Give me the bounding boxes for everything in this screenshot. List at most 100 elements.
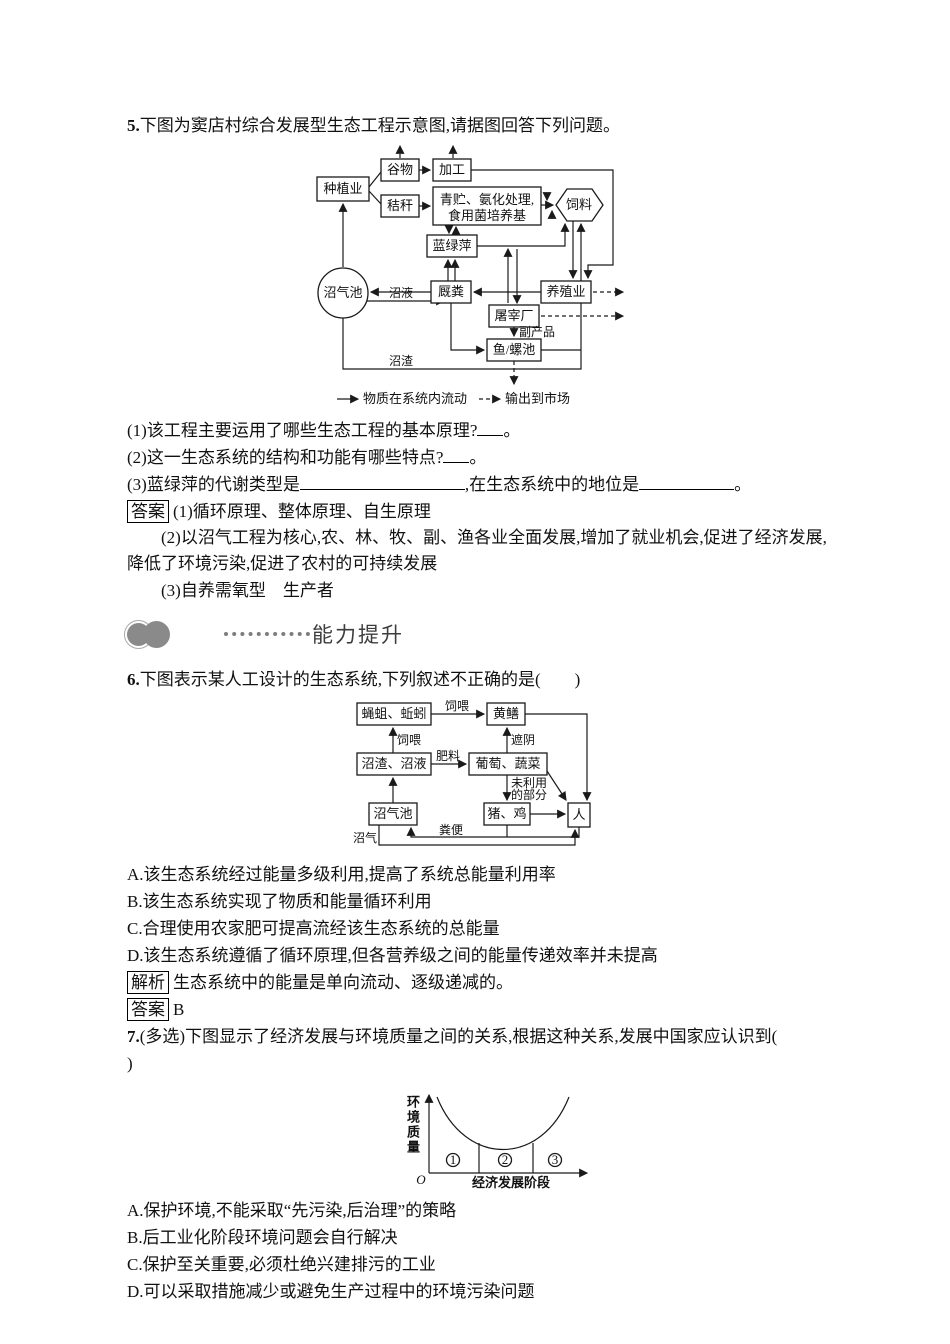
q7-option-d: D.可以采取措施减少或避免生产过程中的环境污染问题 bbox=[127, 1282, 535, 1301]
label-weiliyong: 的部分 bbox=[511, 787, 547, 802]
blank bbox=[477, 419, 504, 436]
section-header: 能力提升 bbox=[124, 616, 830, 652]
q5-sub1: (1)该工程主要运用了哪些生态工程的基本原理?。 bbox=[127, 419, 521, 440]
q7-option-c: C.保护至关重要,必须杜绝兴建排污的工业 bbox=[127, 1255, 436, 1274]
q5-sub3: (3)蓝绿萍的代谢类型是,在生态系统中的地位是。 bbox=[127, 473, 752, 494]
q7-graph: 环境质量 O 1 2 3 经济发展阶段 bbox=[383, 1085, 623, 1190]
q6-title: 6.下图表示某人工设计的生态系统,下列叙述不正确的是( ) bbox=[127, 670, 581, 689]
answer-label: 答案 bbox=[127, 998, 169, 1021]
svg-text:人: 人 bbox=[572, 807, 585, 822]
q7-title: 7.(多选)下图显示了经济发展与环境质量之间的关系,根据这种关系,发展中国家应认… bbox=[127, 1027, 778, 1046]
svg-text:饲料: 饲料 bbox=[566, 197, 592, 212]
svg-text:输出到市场: 输出到市场 bbox=[505, 391, 570, 406]
q5-sub2: (2)这一生态系统的结构和功能有哪些特点?。 bbox=[127, 446, 487, 467]
svg-text:厩粪: 厩粪 bbox=[438, 284, 464, 299]
q7-option-b: B.后工业化阶段环境问题会自行解决 bbox=[127, 1228, 398, 1247]
q7-option-a: A.保护环境,不能采取“先污染,后治理”的策略 bbox=[127, 1201, 457, 1220]
svg-text:蝇蛆、蚯蚓: 蝇蛆、蚯蚓 bbox=[361, 706, 426, 721]
svg-text:葡萄、蔬菜: 葡萄、蔬菜 bbox=[475, 756, 540, 771]
q6-option-d: D.该生态系统遵循了循环原理,但各营养级之间的能量传递效率并未提高 bbox=[127, 946, 658, 965]
node-jiegan: 秸秆 bbox=[380, 194, 420, 218]
label-fenbian: 粪便 bbox=[439, 823, 463, 837]
node-zhaoqichi: 沼气池 bbox=[368, 802, 418, 826]
dotted-divider bbox=[224, 632, 310, 636]
node-huangshan: 黄鳝 bbox=[486, 702, 526, 726]
blank bbox=[443, 446, 470, 463]
q5-answer-3: (3)自养需氧型 生产者 bbox=[161, 581, 334, 600]
svg-text:青贮、氨化处理,: 青贮、氨化处理, bbox=[440, 192, 534, 207]
node-putao: 葡萄、蔬菜 bbox=[468, 752, 548, 776]
label-feiliao: 肥料 bbox=[436, 749, 460, 763]
label-siwei-top: 饲喂 bbox=[445, 699, 469, 713]
q6-option-c: C.合理使用农家肥可提高流经该生态系统的总能量 bbox=[127, 919, 500, 938]
svg-text:1: 1 bbox=[450, 1152, 457, 1167]
blank bbox=[639, 473, 735, 490]
q6-analysis: 解析生态系统中的能量是单向流动、逐级递减的。 bbox=[127, 969, 830, 996]
svg-text:猪、鸡: 猪、鸡 bbox=[487, 806, 526, 821]
svg-text:加工: 加工 bbox=[439, 162, 465, 177]
node-guwu: 谷物 bbox=[380, 158, 420, 182]
svg-text:2: 2 bbox=[502, 1152, 509, 1167]
svg-text:食用菌培养基: 食用菌培养基 bbox=[448, 208, 526, 223]
svg-text:3: 3 bbox=[552, 1152, 559, 1167]
svg-text:沼气池: 沼气池 bbox=[323, 285, 362, 300]
svg-text:鱼/螺池: 鱼/螺池 bbox=[493, 342, 536, 357]
q6-option-a: A.该生态系统经过能量多级利用,提高了系统总能量利用率 bbox=[127, 865, 556, 884]
q7-title-line2: ) bbox=[127, 1054, 133, 1073]
label-zhaozha: 沼渣 bbox=[389, 354, 413, 368]
section-title: 能力提升 bbox=[312, 624, 404, 647]
svg-text:秸秆: 秸秆 bbox=[387, 198, 413, 213]
analysis-label: 解析 bbox=[127, 971, 169, 994]
region-2-label: 2 bbox=[497, 1152, 513, 1168]
q5-answer-2: (2)以沼气工程为核心,农、林、牧、副、渔各业全面发展,增加了就业机会,促进了经… bbox=[127, 528, 827, 573]
origin-label: O bbox=[416, 1172, 426, 1187]
q6-option-b: B.该生态系统实现了物质和能量循环利用 bbox=[127, 892, 432, 911]
svg-text:黄鳝: 黄鳝 bbox=[493, 706, 519, 721]
q6-diagram: 蝇蛆、蚯蚓 黄鳝 沼渣、沼液 葡萄、蔬菜 沼气池 猪、鸡 人 饲喂 饲喂 遮阴 … bbox=[351, 697, 830, 853]
q5-answer-1: 答案(1)循环原理、整体原理、自生原理 bbox=[127, 498, 830, 525]
blank bbox=[299, 473, 465, 490]
node-yingqu: 蝇蛆、蚯蚓 bbox=[356, 702, 432, 726]
q6-number: 6. bbox=[127, 670, 140, 689]
node-yangzhiye: 养殖业 bbox=[540, 280, 592, 304]
svg-text:沼气池: 沼气池 bbox=[373, 806, 412, 821]
label-zhaoye: 沼液 bbox=[389, 285, 413, 300]
q5-diagram: 种植业 谷物 加工 秸秆 青贮、氨化处理, 食用菌培养基 蓝绿萍 饲料 沼气池 … bbox=[303, 143, 830, 409]
y-axis-label: 环境质量 bbox=[405, 1095, 420, 1155]
diagram-arrows bbox=[338, 144, 625, 386]
label-weiliyong: 未利用 bbox=[511, 776, 547, 790]
x-axis-label: 经济发展阶段 bbox=[472, 1175, 550, 1190]
answer-label: 答案 bbox=[127, 500, 169, 523]
q5-title: 5.下图为窦店村综合发展型生态工程示意图,请据图回答下列问题。 bbox=[127, 116, 620, 135]
region-1-label: 1 bbox=[445, 1152, 461, 1168]
svg-text:谷物: 谷物 bbox=[387, 162, 413, 177]
node-qingzhu: 青贮、氨化处理, 食用菌培养基 bbox=[432, 186, 542, 226]
node-jiufen: 厩粪 bbox=[430, 280, 472, 304]
node-yuluochi: 鱼/螺池 bbox=[486, 338, 542, 362]
svg-text:屠宰厂: 屠宰厂 bbox=[494, 308, 533, 323]
svg-text:养殖业: 养殖业 bbox=[546, 284, 585, 299]
node-ren: 人 bbox=[567, 802, 591, 828]
svg-text:种植业: 种植业 bbox=[323, 181, 362, 196]
node-jiagong: 加工 bbox=[432, 158, 472, 182]
label-fuchanpin: 副产品 bbox=[519, 325, 555, 339]
label-siwei-left: 饲喂 bbox=[397, 733, 421, 747]
diagram-arrows bbox=[378, 709, 592, 846]
q7-number: 7. bbox=[127, 1027, 140, 1046]
node-zhaozha: 沼渣、沼液 bbox=[356, 752, 432, 776]
node-zhongzhiye: 种植业 bbox=[316, 176, 370, 202]
node-zhuji: 猪、鸡 bbox=[483, 802, 531, 826]
node-zhaoqichi: 沼气池 bbox=[317, 267, 369, 319]
diagram-legend: 物质在系统内流动 输出到市场 bbox=[337, 391, 570, 406]
label-zheyin: 遮阴 bbox=[511, 732, 535, 747]
region-3-label: 3 bbox=[547, 1152, 563, 1168]
graph-axes bbox=[424, 1093, 589, 1178]
q5-number: 5. bbox=[127, 116, 140, 135]
node-lanlvping: 蓝绿萍 bbox=[426, 234, 478, 258]
environment-quality-curve bbox=[436, 1096, 570, 1151]
node-tuzaichang: 屠宰厂 bbox=[488, 304, 540, 328]
decorative-circle-icon bbox=[143, 620, 170, 648]
svg-text:物质在系统内流动: 物质在系统内流动 bbox=[363, 391, 467, 406]
